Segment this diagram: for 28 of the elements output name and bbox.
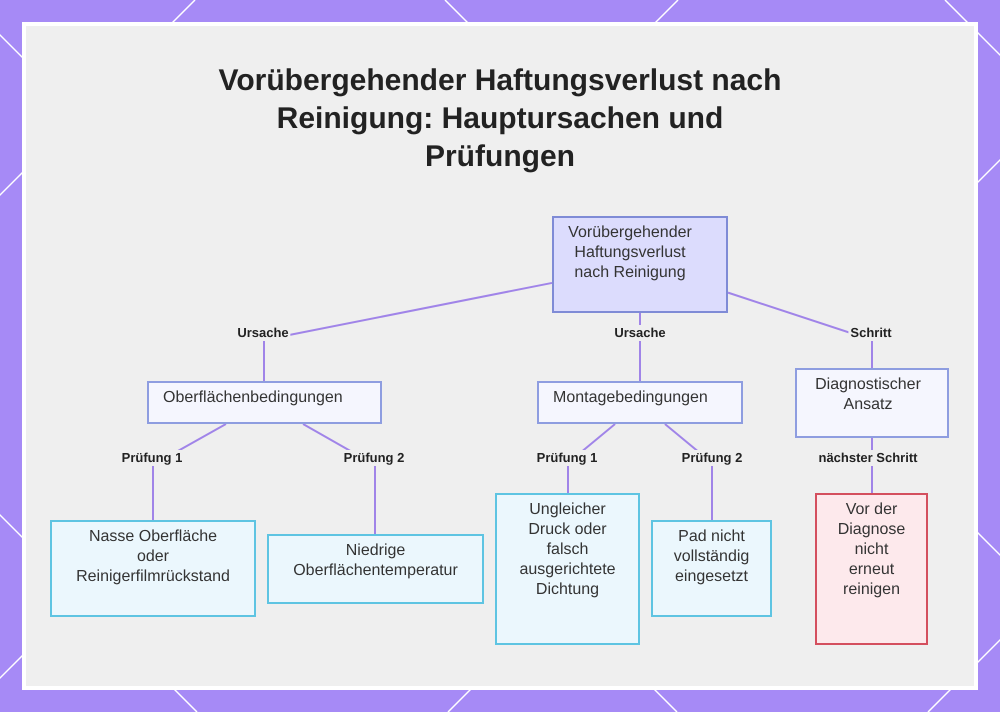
edge-label: Prüfung 1 bbox=[120, 450, 184, 466]
edge-label: Prüfung 2 bbox=[342, 450, 406, 466]
edge-label: nächster Schritt bbox=[816, 450, 920, 466]
edge-label: Prüfung 1 bbox=[534, 450, 600, 466]
edge-label: Schritt bbox=[848, 325, 894, 341]
node-text: Montagebedingungen bbox=[553, 388, 709, 408]
connector-line bbox=[263, 282, 552, 381]
node-text: Nasse Oberfläche oder Reinigerfilmrückstand bbox=[75, 527, 231, 587]
check-box bbox=[651, 520, 772, 617]
edge-label: Ursache bbox=[235, 325, 291, 341]
warning-box bbox=[815, 493, 928, 645]
root-box bbox=[552, 216, 728, 313]
edge-label: Prüfung 2 bbox=[680, 450, 744, 466]
check-box bbox=[50, 520, 256, 617]
category-box bbox=[147, 381, 382, 424]
check-box bbox=[495, 493, 640, 645]
node-text: Pad nicht vollständig eingesetzt bbox=[672, 527, 750, 587]
node-text: Ungleicher Druck oder falsch ausgerichtete Dichtung bbox=[518, 500, 617, 600]
node-text: Diagnostischer Ansatz bbox=[814, 375, 922, 415]
node-text: Vorübergehender Haftungsverlust nach Reinigung bbox=[567, 223, 693, 283]
node-text: Oberflächenbedingungen bbox=[163, 388, 344, 408]
category-box bbox=[795, 368, 949, 438]
node-text: Vor der Diagnose nicht erneut reinigen bbox=[836, 500, 906, 600]
node-text: Niedrige Oberflächentemperatur bbox=[292, 541, 459, 581]
title: Vorübergehender Haftungsverlust nach Reinigung: Hauptursachen und Prüfungen bbox=[218, 63, 782, 175]
check-box bbox=[267, 534, 484, 604]
category-box bbox=[537, 381, 743, 424]
edge-label: Ursache bbox=[612, 325, 668, 341]
